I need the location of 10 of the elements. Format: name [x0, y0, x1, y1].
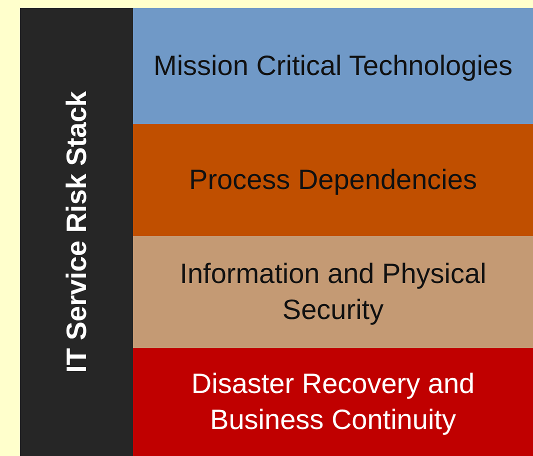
layer-label: Disaster Recovery and Business Continuity — [190, 367, 476, 437]
band-title: IT Service Risk Stack — [60, 91, 92, 373]
layer-label: Process Dependencies — [189, 163, 477, 197]
stack-layer — [133, 124, 533, 236]
stack-layer — [133, 8, 533, 124]
stack-layer — [133, 236, 533, 348]
layer-label: Information and Physical Security — [178, 257, 488, 327]
stack-side-band — [20, 8, 133, 456]
layer-label: Mission Critical Technologies — [154, 49, 512, 83]
stack-layer — [133, 348, 533, 456]
